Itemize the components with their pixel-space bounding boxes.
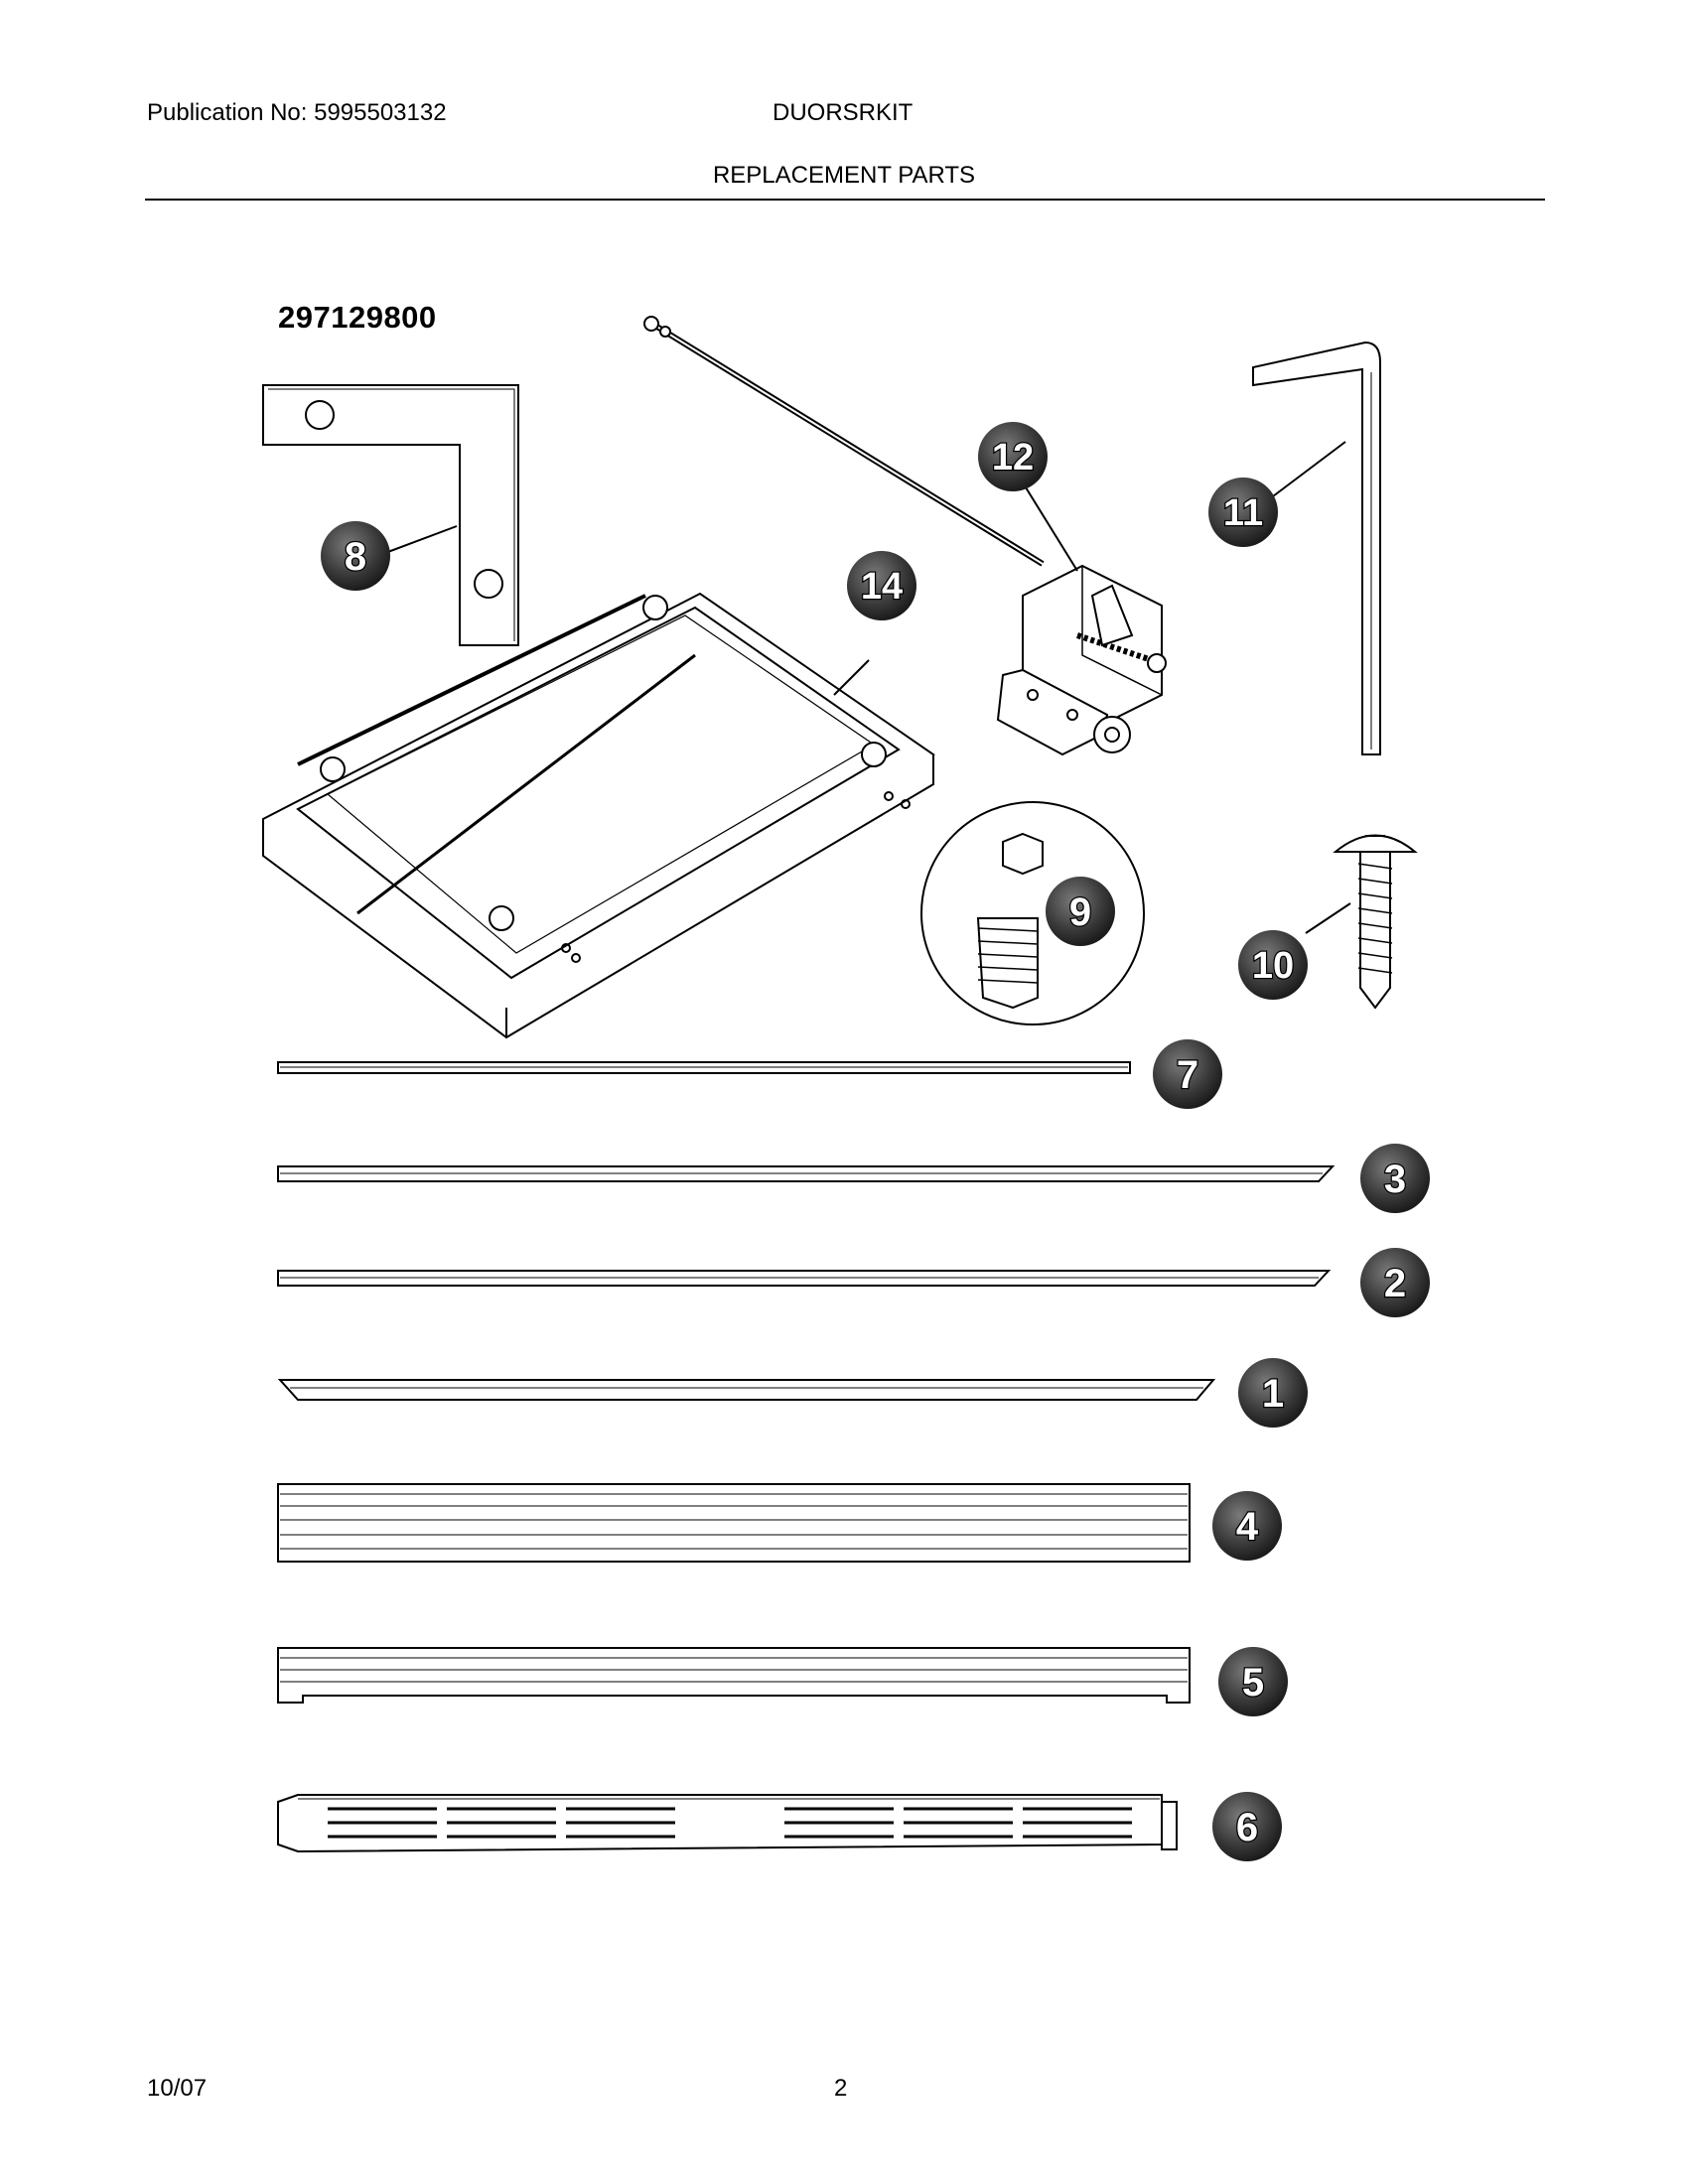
callout-8: 8 [321, 521, 390, 591]
callout-7: 7 [1153, 1039, 1222, 1109]
callout-6-label: 6 [1236, 1806, 1258, 1849]
callout-8-label: 8 [345, 535, 366, 579]
callout-9-label: 9 [1069, 890, 1091, 934]
part-9-leveling-screw [920, 801, 1145, 1025]
callout-14: 14 [847, 551, 916, 620]
callout-3: 3 [1360, 1144, 1430, 1213]
callout-9: 9 [1046, 877, 1115, 946]
part-11-hex-key [1252, 341, 1381, 755]
part-1-strip [277, 1379, 1216, 1401]
publication-number: Publication No: 5995503132 [147, 99, 447, 126]
model-number: DUORSRKIT [773, 99, 914, 126]
callout-2-label: 2 [1384, 1262, 1406, 1305]
page-number: 2 [834, 2075, 848, 2102]
part-3-strip [277, 1165, 1336, 1182]
part-2-strip [277, 1270, 1332, 1287]
footer-date: 10/07 [147, 2075, 208, 2102]
part-6-grille [277, 1794, 1178, 1853]
callout-3-label: 3 [1384, 1158, 1406, 1201]
callout-11-label: 11 [1223, 492, 1263, 534]
callout-10: 10 [1238, 930, 1308, 1000]
callout-4-label: 4 [1236, 1505, 1259, 1549]
callout-7-label: 7 [1177, 1053, 1198, 1097]
callout-5: 5 [1218, 1647, 1288, 1716]
callout-12-label: 12 [992, 437, 1034, 478]
part-4-panel [277, 1483, 1191, 1563]
section-title: REPLACEMENT PARTS [712, 162, 976, 189]
callout-2: 2 [1360, 1248, 1430, 1317]
header-divider [145, 199, 1545, 201]
callout-11: 11 [1208, 478, 1278, 547]
callout-6: 6 [1212, 1792, 1282, 1861]
callout-1-label: 1 [1262, 1372, 1284, 1416]
part-8-bracket [262, 384, 519, 646]
callout-4: 4 [1212, 1491, 1282, 1561]
part-14-base-frame [262, 592, 935, 1039]
callout-5-label: 5 [1242, 1661, 1264, 1705]
kit-number: 297129800 [278, 300, 437, 335]
callout-12: 12 [978, 422, 1048, 491]
callout-10-label: 10 [1252, 945, 1294, 987]
callout-1: 1 [1238, 1358, 1308, 1428]
part-7-strip [277, 1061, 1131, 1074]
callout-14-label: 14 [861, 566, 903, 608]
part-5-panel [277, 1647, 1191, 1704]
part-10-screw [1305, 834, 1418, 1010]
part-12-rod-bracket [643, 316, 1167, 756]
